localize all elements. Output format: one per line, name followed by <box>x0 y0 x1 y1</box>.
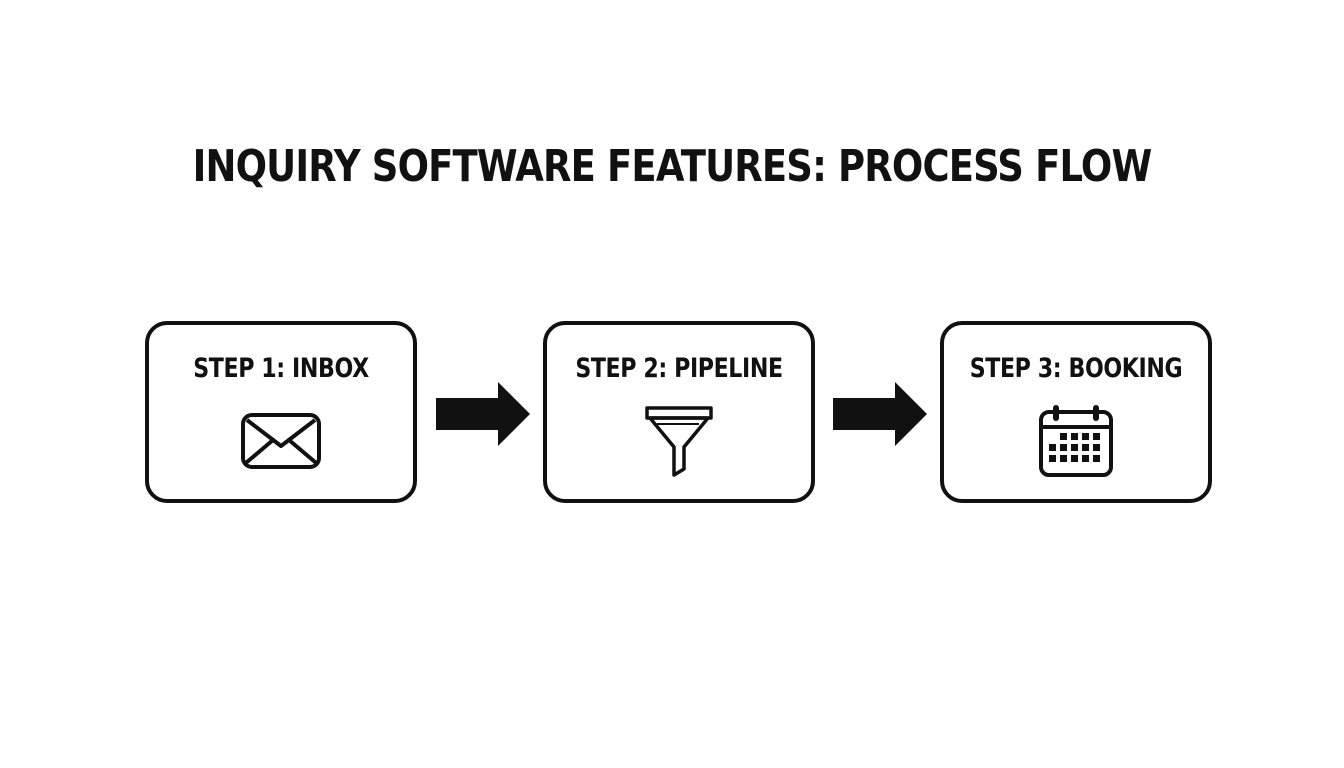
step-label-inbox: STEP 1: INBOX <box>193 353 369 384</box>
step-box-inbox: STEP 1: INBOX <box>145 321 417 503</box>
funnel-icon <box>547 403 811 479</box>
funnel-icon-graphic <box>645 406 713 477</box>
arrow-right-icon <box>833 382 927 446</box>
arrow-right-icon <box>436 382 530 446</box>
envelope-icon <box>149 403 413 479</box>
step-box-pipeline: STEP 2: PIPELINE <box>543 321 815 503</box>
page-title: INQUIRY SOFTWARE FEATURES: PROCESS FLOW <box>192 141 1153 192</box>
calendar-icon <box>944 403 1208 479</box>
step-label-booking: STEP 3: BOOKING <box>969 353 1183 384</box>
envelope-icon-graphic <box>241 413 321 469</box>
step-label-pipeline: STEP 2: PIPELINE <box>575 353 783 384</box>
calendar-icon-graphic <box>1039 405 1113 477</box>
step-box-booking: STEP 3: BOOKING <box>940 321 1212 503</box>
